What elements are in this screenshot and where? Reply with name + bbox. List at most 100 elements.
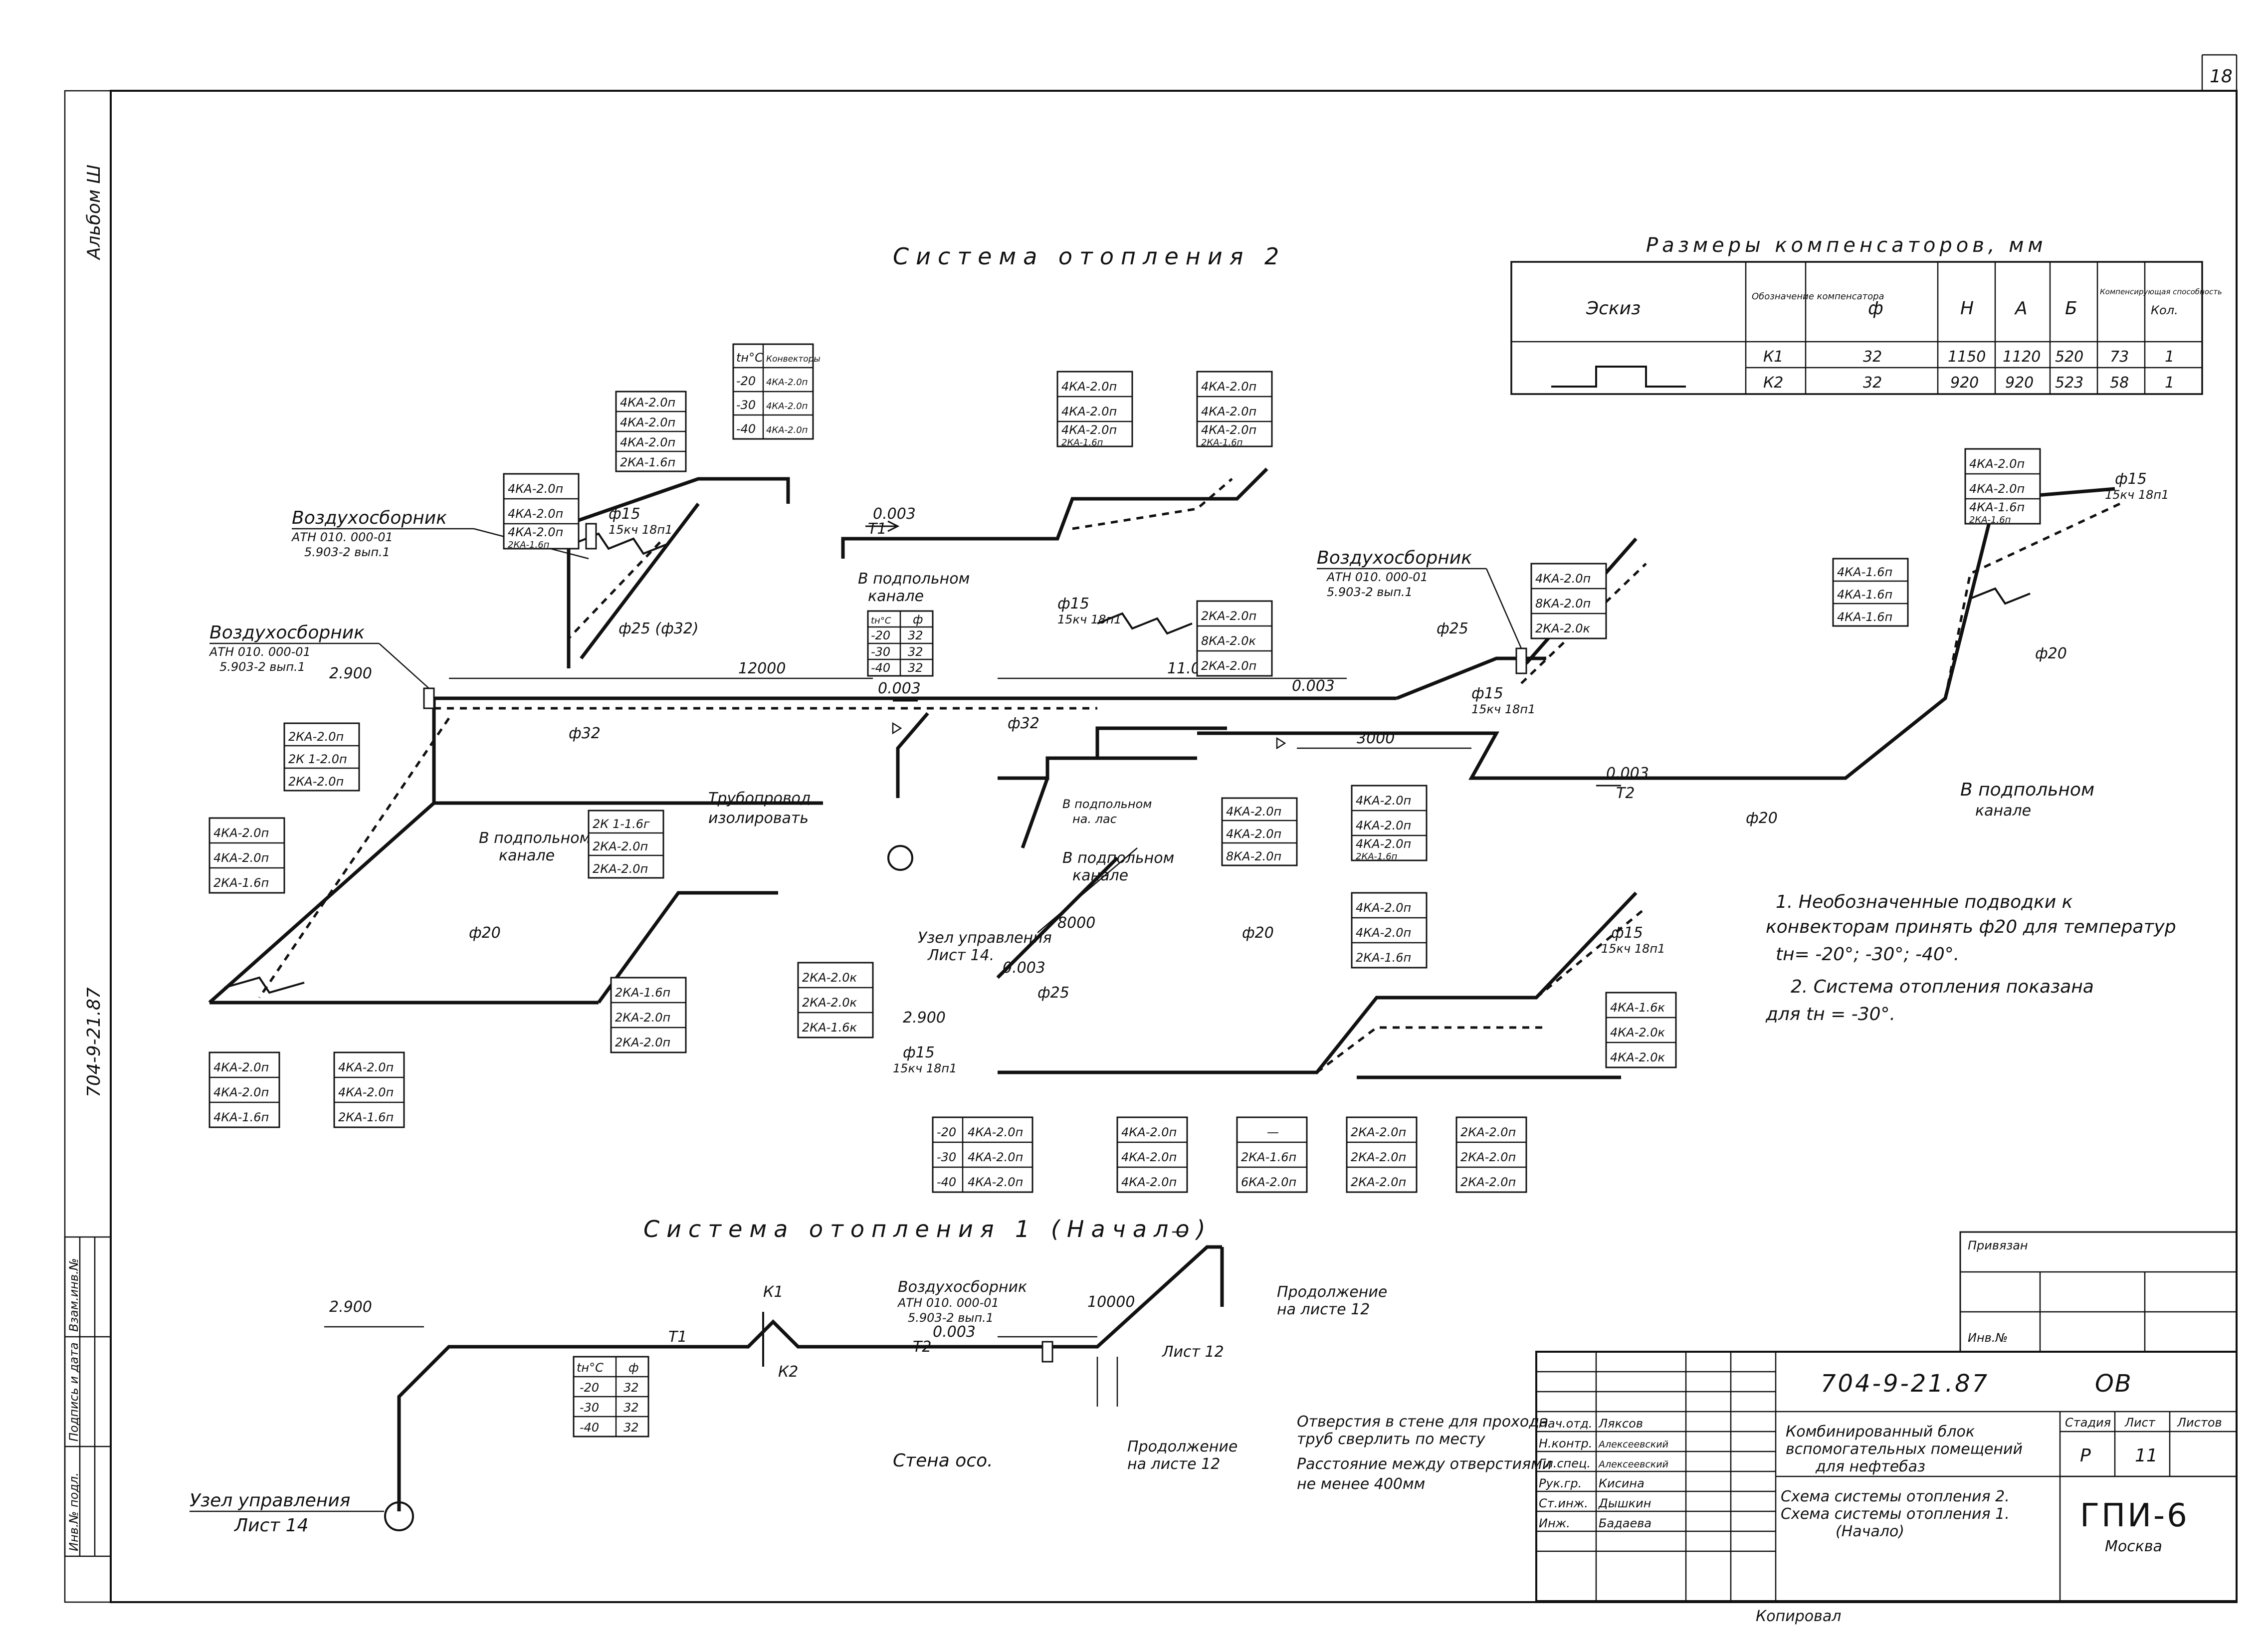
riser-3b: 15кч 18п1 (1471, 702, 1535, 716)
box-line: 2КА-1.6п (1241, 1150, 1296, 1164)
stamp-privyazan: Привязан (1968, 1239, 2028, 1252)
control-node-1-b: Лист 14. (927, 947, 994, 964)
box-line: 2КА-1.6п (1969, 515, 2011, 525)
k2-label: К2 (778, 1363, 798, 1381)
conv-box: 4КА-2.0п 4КА-2.0п 4КА-2.0п 2КА-1.6п (1351, 785, 1428, 862)
temp-cell: -30 (871, 645, 890, 659)
continuation-2-b: на листе 12 (1127, 1455, 1220, 1473)
continuation-1-b: на листе 12 (1277, 1301, 1370, 1318)
box-line: 4КА-2.0п (1226, 827, 1281, 841)
temp-table: tн°С ф -20 32 -30 32 -40 32 (573, 1356, 649, 1438)
diam-20a: ф20 (469, 924, 501, 942)
box-line: 2КА-1.6п (615, 986, 670, 1000)
holes-note-b: труб сверлить по месту (1297, 1431, 1486, 1448)
box-line: 2КА-1.6п (508, 540, 550, 550)
box-line: 2КА-2.0п (593, 862, 648, 876)
air-collector-1-ref: 5.903-2 вып.1 (304, 545, 390, 559)
temp-cell: -40 (580, 1421, 599, 1435)
temp-cell: 32 (623, 1421, 639, 1435)
box-line: 4КА-2.0п (338, 1085, 394, 1099)
box-line: 4КА-2.0к (1610, 1050, 1665, 1064)
box-line: 4КА-2.0п (1121, 1125, 1177, 1139)
stamp-stage: Р (2080, 1446, 2091, 1466)
box-line: 4КА-2.0п (1356, 926, 1411, 940)
temp-cell: -30 (580, 1401, 599, 1415)
box-line: 2КА-2.0п (1351, 1125, 1406, 1139)
stamp-copied: Копировал (1756, 1608, 1841, 1625)
box-line: 6КА-2.0п (1241, 1175, 1296, 1189)
box-line: 4КА-1.6п (1837, 588, 1892, 602)
stamp-title-a: Комбинированный блок (1786, 1423, 1975, 1441)
box-line: 2КА-2.0п (1201, 609, 1256, 623)
slope-4: 0.003 (1606, 765, 1649, 782)
title-system-2: Система отопления 2 (893, 243, 1286, 270)
channel-5-b: на. лас (1072, 812, 1117, 826)
temp-cell: -20 (736, 374, 756, 388)
comp-h-b: Б (2065, 298, 2077, 319)
temp-cell: 4КА-2.0п (766, 401, 808, 412)
box-line: 2КА-2.0п (1460, 1175, 1516, 1189)
riser-1: ф15 (609, 505, 640, 523)
comp-cell: 1150 (1948, 348, 1986, 366)
conv-box: 2КА-1.6п 2КА-2.0п 2КА-2.0п (610, 977, 687, 1053)
conv-box: 2КА-2.0п 8КА-2.0к 2КА-2.0п (1196, 600, 1273, 677)
pipe-insulate-b: изолировать (708, 810, 809, 827)
box-line: 4КА-1.6п (1969, 500, 2025, 514)
box-line: 4КА-1.6к (1610, 1001, 1665, 1015)
temp-cell: 4КА-2.0п (766, 425, 808, 435)
note-2-a: 2. Система отопления показана (1791, 977, 2094, 997)
box-line: 2КА-1.6п (1061, 437, 1103, 448)
stamp-sheet-h: Лист (2124, 1416, 2156, 1430)
conv-box: 4КА-2.0п 4КА-2.0п 4КА-2.0п (1116, 1116, 1188, 1193)
air-collector-4-title: Воздухосборник (898, 1278, 1027, 1296)
title-block: Привязан Инв.№ 704-9-21.87 ОВ Комбиниров… (1535, 1231, 2238, 1625)
k1-label: К1 (763, 1283, 783, 1301)
stamp-role: Инж. (1539, 1516, 1570, 1530)
temp-cell: 32 (908, 661, 923, 675)
box-line: 2КА-1.6п (213, 876, 269, 890)
air-collector-1-title: Воздухосборник (292, 508, 447, 528)
pipe-insulate-a: Трубопровод (708, 790, 811, 807)
stamp-role: Нач.отд. (1539, 1417, 1592, 1431)
box-line: 2КА-2.0п (1351, 1150, 1406, 1164)
note-2-b: для tн = -30°. (1765, 1004, 1895, 1025)
slope-2: 0.003 (878, 680, 921, 697)
temp-cell: 4КА-2.0п (968, 1150, 1023, 1164)
conv-box: 2КА-2.0п 2КА-2.0п 2КА-2.0п (1455, 1116, 1527, 1193)
temp-cell: 4КА-2.0п (968, 1125, 1023, 1139)
dim-12000: 12000 (738, 660, 786, 677)
control-node-2-b: Лист 14 (233, 1515, 308, 1536)
box-line: 4КА-1.6п (1837, 610, 1892, 624)
box-line: 4КА-2.0п (1121, 1175, 1177, 1189)
stamp-drawing-a: Схема системы отопления 2. (1781, 1488, 2010, 1505)
system-1-piping (324, 1231, 1224, 1531)
comp-cell: 920 (2005, 374, 2034, 392)
stamp-person: Нач.отд. Ляксов (1539, 1417, 1643, 1431)
comp-cell: 520 (2055, 348, 2083, 366)
comp-cell: 58 (2110, 374, 2129, 392)
box-line: 4КА-2.0п (620, 435, 675, 449)
box-line: 4КА-2.0п (508, 525, 563, 539)
temp-h: ф (913, 613, 923, 626)
box-line: 4КА-2.0п (1226, 805, 1281, 819)
sheet-number: 18 (2210, 66, 2233, 87)
stamp-surname: Ляксов (1598, 1417, 1643, 1431)
comp-h-a: А (2014, 298, 2028, 319)
box-line: 2КА-1.6п (1201, 437, 1243, 448)
comp-cell: 920 (1950, 374, 1979, 392)
box-line: 2КА-1.6п (1356, 851, 1398, 862)
air-collector-icon (423, 687, 435, 709)
air-collector-3-code: АТН 010. 000-01 (1326, 570, 1428, 584)
conv-box: 4КА-2.0п 4КА-2.0п 2КА-1.6п (208, 817, 285, 894)
slope-6: 0.003 (933, 1323, 976, 1341)
stamp-role: Ст.инж. (1539, 1496, 1588, 1510)
channel-1-b: канале (868, 588, 924, 605)
stamp-person: Инж. Бадаева (1539, 1516, 1651, 1530)
conv-box: 4КА-2.0п 4КА-2.0п 4КА-1.6п 2КА-1.6п (1964, 448, 2041, 525)
diam-20c: ф20 (1746, 810, 1778, 827)
box-line: 2КА-2.0п (1351, 1175, 1406, 1189)
valve-icon (892, 722, 902, 735)
labels-system-1: Воздухосборник АТН 010. 000-01 5.903-2 в… (190, 1278, 1552, 1536)
comp-row-k1: К1 32 1150 1120 520 73 1 (1763, 348, 2174, 366)
